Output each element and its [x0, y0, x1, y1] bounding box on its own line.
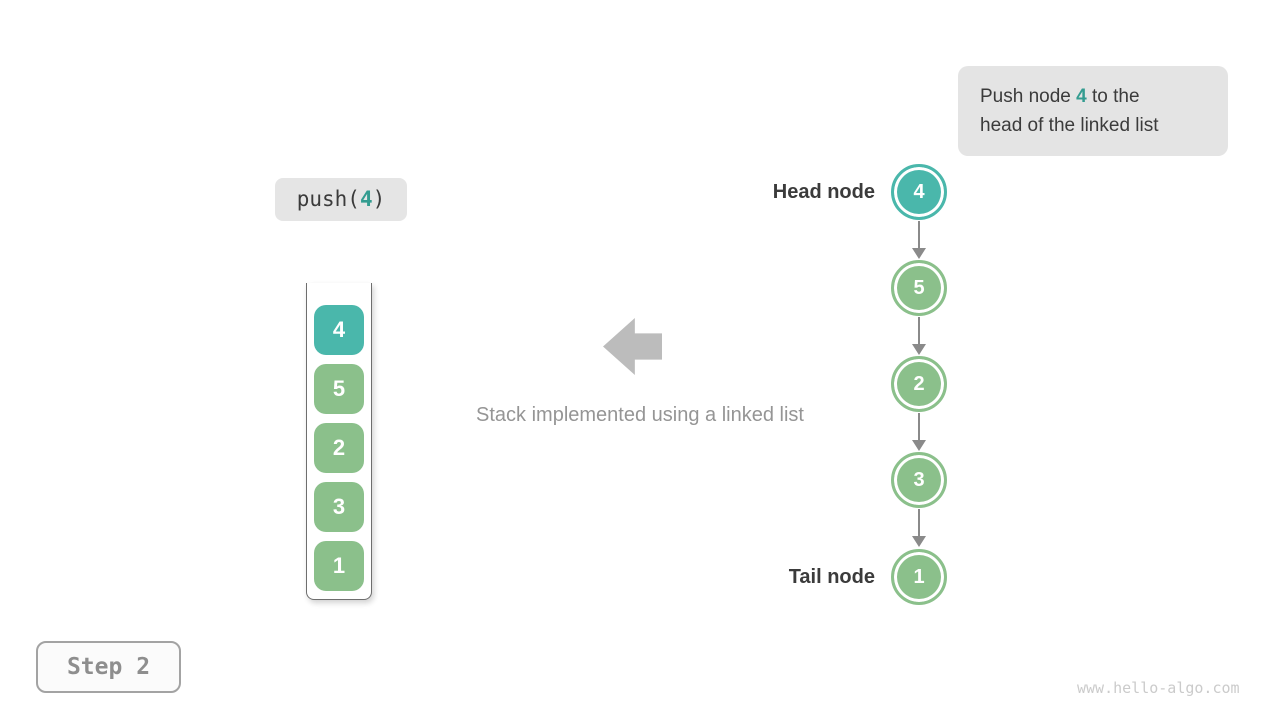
- arrow-line: [917, 413, 921, 440]
- stack-item: 1: [314, 541, 364, 591]
- stack-item-value: 3: [332, 494, 346, 519]
- arrow-head: [912, 440, 926, 451]
- head-node-label: Head node: [772, 181, 875, 203]
- stack-item: 2: [314, 423, 364, 473]
- stack-item-value: 5: [332, 376, 346, 401]
- code-before: push(: [296, 187, 360, 211]
- tail-node-label: Tail node: [788, 566, 875, 588]
- arrow-head: [912, 344, 926, 355]
- node-value: 4: [913, 180, 925, 203]
- list-node: 2: [891, 356, 947, 412]
- arrow-line: [917, 317, 921, 344]
- list-node: 3: [891, 452, 947, 508]
- list-node: 5: [891, 260, 947, 316]
- stack-item-value: 4: [332, 317, 346, 342]
- code-after: ): [372, 187, 386, 211]
- annotation-text-after: to the: [1086, 86, 1140, 107]
- stack-item: 3: [314, 482, 364, 532]
- stack-item: 5: [314, 364, 364, 414]
- down-arrow-icon: [912, 221, 926, 259]
- annotation-line2: head of the linked list: [980, 115, 1159, 136]
- node-value: 5: [913, 276, 925, 299]
- code-arg: 4: [359, 187, 373, 211]
- node-value: 2: [913, 372, 925, 395]
- list-node: 1: [891, 549, 947, 605]
- annotation-note: Push node 4 to the head of the linked li…: [958, 66, 1228, 156]
- operation-code-chip: push(4): [275, 178, 407, 221]
- arrow-head: [912, 248, 926, 259]
- watermark-text: www.hello-algo.com: [1077, 679, 1240, 697]
- stack-item: 4: [314, 305, 364, 355]
- list-node: 4: [891, 164, 947, 220]
- node-value: 1: [913, 565, 925, 588]
- arrow-line: [917, 509, 921, 536]
- stack-item-value: 2: [332, 435, 346, 460]
- annotation-text-before: Push node: [980, 86, 1077, 107]
- node-value: 3: [913, 468, 925, 491]
- down-arrow-icon: [912, 509, 926, 547]
- step-badge: Step 2: [36, 641, 181, 693]
- down-arrow-icon: [912, 317, 926, 355]
- annotation-line1: Push node 4 to the: [980, 82, 1206, 111]
- diagram-caption: Stack implemented using a linked list: [476, 404, 804, 426]
- stack-item-value: 1: [332, 553, 346, 578]
- down-arrow-icon: [912, 413, 926, 451]
- arrow-line: [917, 221, 921, 248]
- annotation-highlight-value: 4: [1076, 86, 1087, 107]
- left-block-arrow-icon: [603, 318, 662, 375]
- stack-container: 4 5 2 3 1: [306, 283, 372, 600]
- arrow-head: [912, 536, 926, 547]
